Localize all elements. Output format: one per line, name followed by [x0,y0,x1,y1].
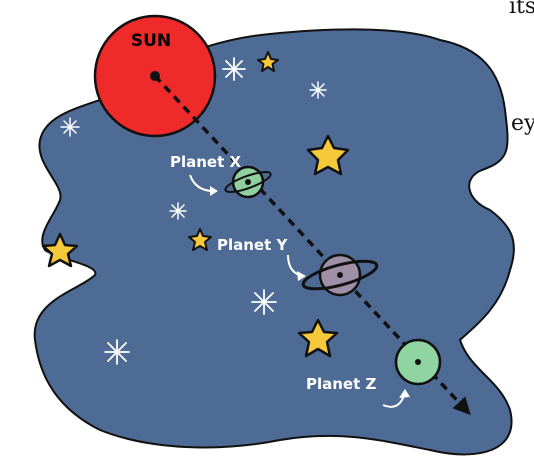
sparkle-icon [309,81,327,99]
sparkle-icon [222,57,246,81]
planet-x-label: Planet X [170,153,242,171]
star-icon [297,318,339,358]
planet-z-icon [394,338,442,386]
star-icon [41,232,79,268]
planet-y-label: Planet Y [217,236,289,254]
sparkle-icon [251,289,277,315]
sparkle-icon [169,202,187,220]
star-icon [257,51,279,72]
text-fragment-middle: ey [511,111,534,136]
planet-z-label: Planet Z [306,375,377,393]
sun-label: SUN [131,31,171,51]
planet-x-icon [224,165,272,199]
star-icon [188,228,212,251]
sun-center-dot [150,71,160,81]
sparkle-icon [60,117,80,137]
star-icon [306,134,350,176]
planet-y-icon [301,253,379,297]
text-fragment-top: its [509,0,534,19]
sparkle-icon [104,339,130,365]
